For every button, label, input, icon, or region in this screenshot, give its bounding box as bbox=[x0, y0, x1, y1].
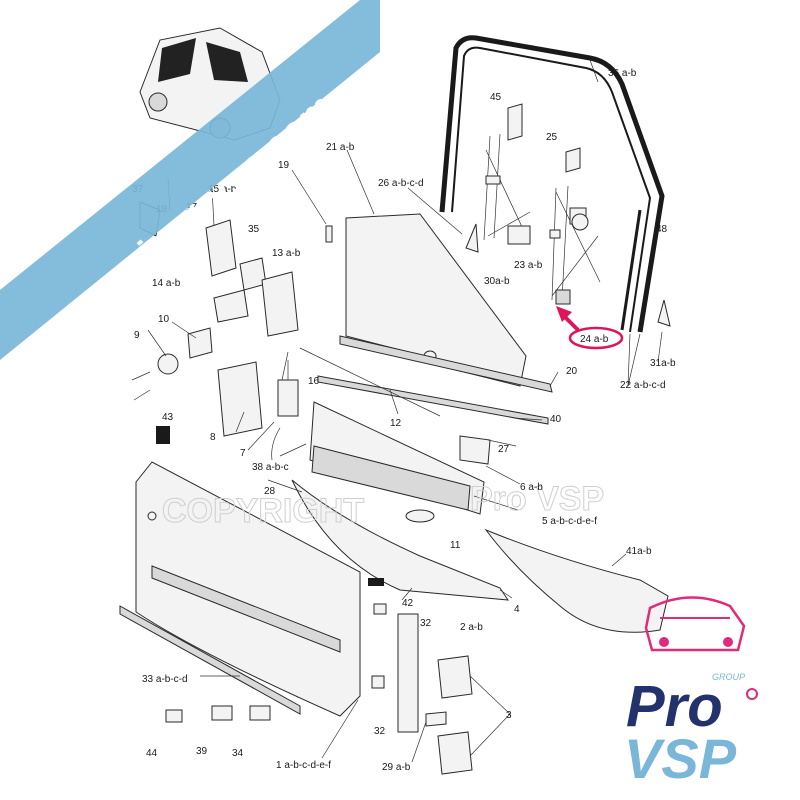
label-42: 42 bbox=[402, 598, 414, 609]
label-16: 16 bbox=[308, 376, 320, 387]
label-32a: 32 bbox=[420, 618, 432, 629]
lock-hardware bbox=[131, 201, 333, 461]
label-39: 39 bbox=[196, 746, 208, 757]
label-22: 22 a-b-c-d bbox=[620, 380, 666, 391]
label-25: 25 bbox=[546, 132, 558, 143]
label-35: 35 bbox=[248, 224, 260, 235]
label-13: 13 a-b bbox=[272, 248, 301, 259]
label-48: 48 bbox=[656, 224, 668, 235]
label-32b: 32 bbox=[374, 726, 386, 737]
copyright-brand: Pro VSP bbox=[470, 480, 604, 518]
window-regulators bbox=[465, 103, 671, 327]
leader-lines bbox=[147, 59, 663, 763]
label-4: 4 bbox=[514, 604, 520, 615]
label-12: 12 bbox=[390, 418, 402, 429]
copyright-text: COPYRIGHT bbox=[162, 492, 364, 530]
label-5: 5 a-b-c-d-e-f bbox=[542, 516, 597, 527]
label-9: 9 bbox=[134, 330, 140, 341]
label-15: 15 a-b bbox=[208, 184, 237, 195]
label-33: 33 a-b-c-d bbox=[142, 674, 188, 685]
label-3: 3 bbox=[506, 710, 512, 721]
logo-vsp-text: VSP bbox=[624, 727, 737, 790]
label-21: 21 a-b bbox=[326, 142, 355, 153]
logo-pro-text: Pro bbox=[626, 674, 723, 739]
door-trim bbox=[291, 401, 669, 633]
door-shell bbox=[119, 461, 361, 717]
label-17: 17 bbox=[186, 202, 198, 213]
label-6: 6 a-b bbox=[520, 482, 543, 493]
provsp-logo: GROUP Pro VSP bbox=[624, 596, 758, 790]
label-2: 2 a-b bbox=[460, 622, 483, 633]
copyright-watermark: COPYRIGHT Pro VSP bbox=[162, 480, 605, 531]
label-44: 44 bbox=[146, 748, 158, 759]
label-24: 24 a-b bbox=[580, 334, 609, 345]
label-23: 23 a-b bbox=[514, 260, 543, 271]
highlighted-part-24: 24 a-b bbox=[556, 306, 624, 350]
label-7: 7 bbox=[240, 448, 246, 459]
hinges bbox=[165, 578, 473, 775]
label-14: 14 a-b bbox=[152, 278, 181, 289]
label-10: 10 bbox=[158, 314, 170, 325]
label-40: 40 bbox=[550, 414, 562, 425]
label-30: 30a-b bbox=[484, 276, 510, 287]
window-seal-frame bbox=[439, 35, 665, 333]
label-38: 38 a-b-c bbox=[252, 462, 289, 473]
label-20: 20 bbox=[566, 366, 578, 377]
label-28: 28 bbox=[264, 486, 276, 497]
label-27: 27 bbox=[498, 444, 510, 455]
label-31: 31a-b bbox=[650, 358, 676, 369]
label-34: 34 bbox=[232, 748, 244, 759]
label-45: 45 bbox=[490, 92, 502, 103]
label-19: 19 bbox=[278, 160, 290, 171]
label-41: 41a-b bbox=[626, 546, 652, 557]
belt-mouldings bbox=[299, 335, 553, 425]
logo-group-text: GROUP bbox=[712, 672, 745, 682]
label-11: 11 bbox=[450, 540, 461, 551]
label-8: 8 bbox=[210, 432, 216, 443]
label-1: 1 a-b-c-d-e-f bbox=[276, 760, 331, 771]
label-26: 26 a-b-c-d bbox=[378, 178, 424, 189]
label-36: 36 a-b bbox=[608, 68, 637, 79]
label-43: 43 bbox=[162, 412, 174, 423]
label-29: 29 a-b bbox=[382, 762, 411, 773]
